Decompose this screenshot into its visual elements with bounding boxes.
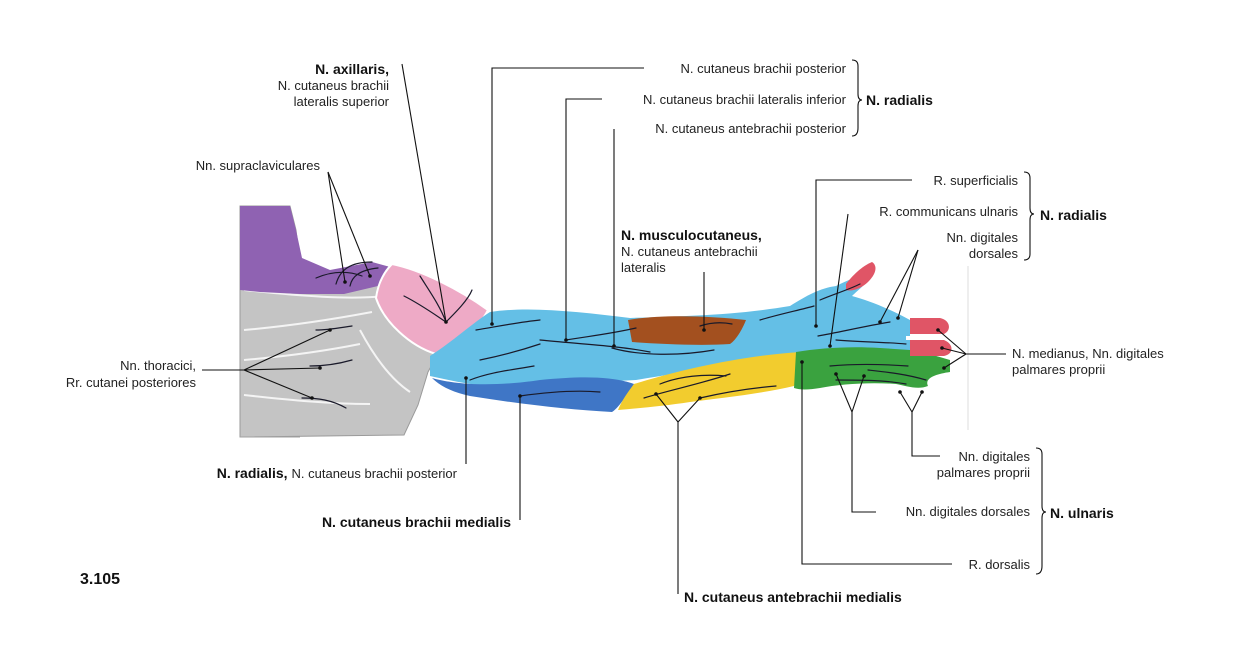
- label-thoracici-line1: Nn. thoracici,: [120, 358, 196, 373]
- nerve-branches: [301, 261, 927, 409]
- label-radialis-bold: N. radialis,: [217, 465, 288, 481]
- group-braces: [851, 59, 1047, 575]
- label-axillaris-line2: N. cutaneus brachii: [278, 78, 389, 93]
- label-musculocutaneus-line3: lateralis: [621, 260, 666, 275]
- median-index-tip: [910, 318, 949, 334]
- brace-radialis-hand: [1023, 171, 1035, 261]
- median-thumb-tip: [846, 262, 876, 291]
- label-musculocutaneus-line2: N. cutaneus antebrachii: [621, 244, 758, 259]
- label-cutaneus-brachii-medialis: N. cutaneus brachii medialis: [322, 514, 511, 530]
- palmar-strip: [906, 336, 944, 340]
- label-musculocutaneus-title: N. musculocutaneus,: [621, 227, 762, 243]
- label-radialis-rest: N. cutaneus brachii posterior: [292, 466, 458, 481]
- labels: N. axillaris, N. cutaneus brachii latera…: [66, 61, 1164, 605]
- label-axillaris-line3: lateralis superior: [294, 94, 390, 109]
- leader-lines: [202, 63, 1006, 594]
- musculocutaneous-region: [628, 316, 746, 345]
- label-r-dorsalis: R. dorsalis: [969, 557, 1031, 572]
- label-thoracici-line2: Rr. cutanei posteriores: [66, 375, 197, 390]
- label-group-ulnaris: N. ulnaris: [1050, 505, 1114, 521]
- label-r-communicans-ulnaris: R. communicans ulnaris: [879, 204, 1018, 219]
- label-cutaneus-antebrachii-medialis: N. cutaneus antebrachii medialis: [684, 589, 902, 605]
- arm-illustration: [239, 205, 969, 438]
- supraclavicular-region: [240, 206, 394, 294]
- label-cutaneus-antebrachii-posterior: N. cutaneus antebrachii posterior: [655, 121, 846, 136]
- label-axillaris-title: N. axillaris,: [315, 61, 389, 77]
- figure-number: 3.105: [80, 571, 120, 588]
- label-medianus-line1: N. medianus, Nn. digitales: [1012, 346, 1164, 361]
- medial-antebrachial-region: [618, 352, 802, 410]
- median-middle-tip: [910, 340, 952, 356]
- label-supraclaviculares: Nn. supraclaviculares: [196, 158, 321, 173]
- label-medianus-line2: palmares proprii: [1012, 362, 1105, 377]
- brace-radialis-top: [851, 59, 863, 137]
- label-cutaneus-brachii-lateralis-inferior: N. cutaneus brachii lateralis inferior: [643, 92, 847, 107]
- label-cutaneus-brachii-posterior: N. cutaneus brachii posterior: [681, 61, 847, 76]
- label-group-radialis-top: N. radialis: [866, 92, 933, 108]
- ulnar-region: [794, 347, 950, 390]
- label-group-radialis-hand: N. radialis: [1040, 207, 1107, 223]
- label-ulnar-palmares-line2: palmares proprii: [937, 465, 1030, 480]
- label-r-superficialis: R. superficialis: [933, 173, 1018, 188]
- label-digitales-dorsales-radialis-line1: Nn. digitales: [946, 230, 1018, 245]
- brace-ulnaris: [1035, 447, 1047, 575]
- label-ulnar-palmares-line1: Nn. digitales: [958, 449, 1030, 464]
- label-digitales-dorsales-radialis-line2: dorsales: [969, 246, 1019, 261]
- label-radialis-brachii-posterior: N. radialis, N. cutaneus brachii posterio…: [217, 465, 458, 481]
- label-ulnar-digitales-dorsales: Nn. digitales dorsales: [906, 504, 1031, 519]
